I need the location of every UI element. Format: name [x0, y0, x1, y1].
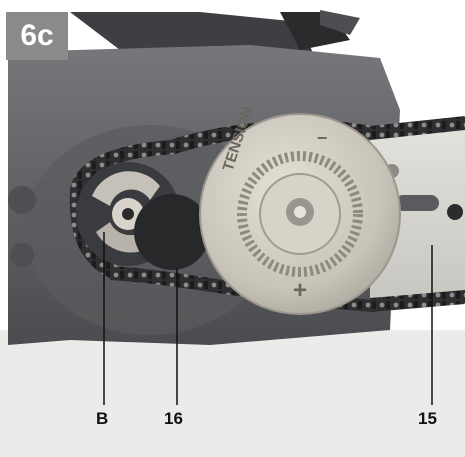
dial-minus-mark: −: [317, 128, 328, 148]
tension-dial-icon: TENSION + −: [199, 105, 401, 315]
chain-icon: [370, 116, 465, 140]
dial-plus-mark: +: [293, 277, 307, 304]
figure-badge: 6c: [6, 12, 68, 60]
callout-15: 15: [418, 409, 437, 428]
callout-b: B: [96, 409, 109, 428]
floor-surface: [0, 330, 465, 457]
callout-16: 16: [164, 409, 183, 428]
clutch-drum: [134, 194, 210, 270]
bar-slot: [395, 195, 439, 211]
figure-id-label: 6c: [20, 19, 54, 52]
